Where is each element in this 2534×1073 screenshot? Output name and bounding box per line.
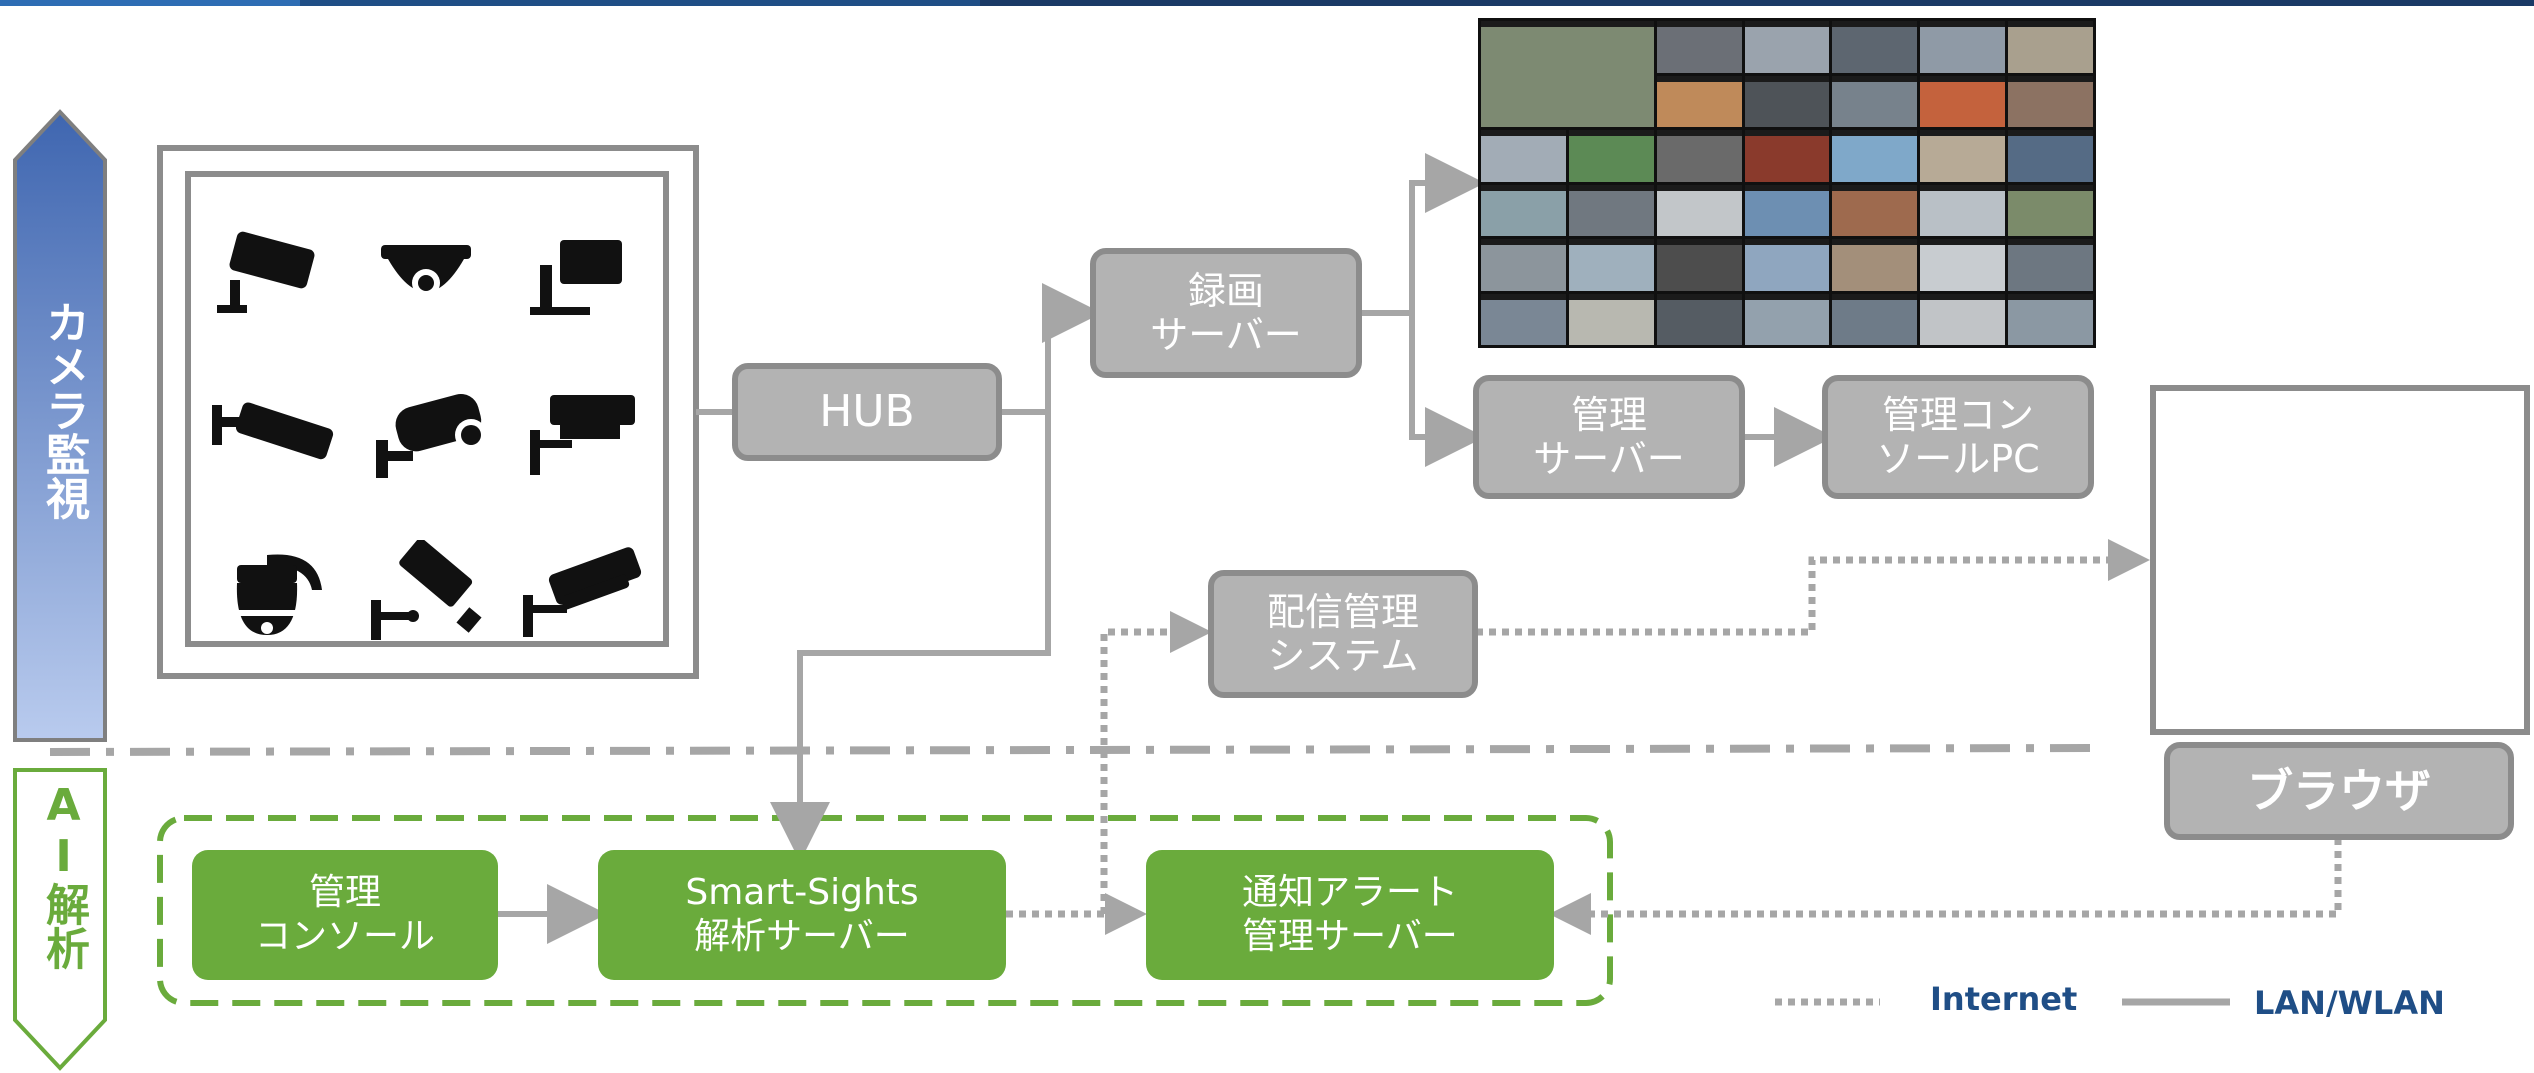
ai-analysis-label: AI解析 (38, 780, 89, 970)
user-group-frame (2150, 385, 2530, 735)
management-console-pc-node: 管理コン ソールPC (1822, 375, 2094, 499)
recording-server-node: 録画 サーバー (1090, 248, 1362, 378)
top-accent-bar (0, 0, 2534, 6)
alert-management-server-node: 通知アラート 管理サーバー (1146, 850, 1554, 980)
distribution-system-node: 配信管理 システム (1208, 570, 1478, 698)
cctv-camera-icon (200, 200, 344, 350)
legend-lan-label: LAN/WLAN (2254, 984, 2445, 1022)
mini-camera-icon (354, 520, 498, 670)
camera-monitoring-label: カメラ監視 (38, 300, 89, 520)
hub-node: HUB (732, 363, 1002, 461)
ai-dashed-box (157, 815, 1613, 1006)
management-console-node: 管理 コンソール (192, 850, 498, 980)
management-server-node: 管理 サーバー (1473, 375, 1745, 499)
video-wall-image (1478, 18, 2096, 348)
camera-side-arrow (13, 109, 107, 742)
legend-internet-label: Internet (1930, 980, 2078, 1018)
wall-camera-icon (508, 200, 652, 350)
speed-dome-icon (200, 520, 344, 670)
box-camera-icon (508, 360, 652, 510)
ai-side-chevron (13, 768, 107, 1071)
dome-camera-icon (354, 200, 498, 350)
housing-camera-icon (508, 520, 652, 670)
camera-icon-grid (200, 200, 652, 670)
smart-sights-analysis-server-node: Smart-Sights 解析サーバー (598, 850, 1006, 980)
section-separator (49, 744, 2096, 756)
bullet-camera-icon (200, 360, 344, 510)
browser-node: ブラウザ (2164, 742, 2514, 840)
ptz-camera-icon (354, 360, 498, 510)
